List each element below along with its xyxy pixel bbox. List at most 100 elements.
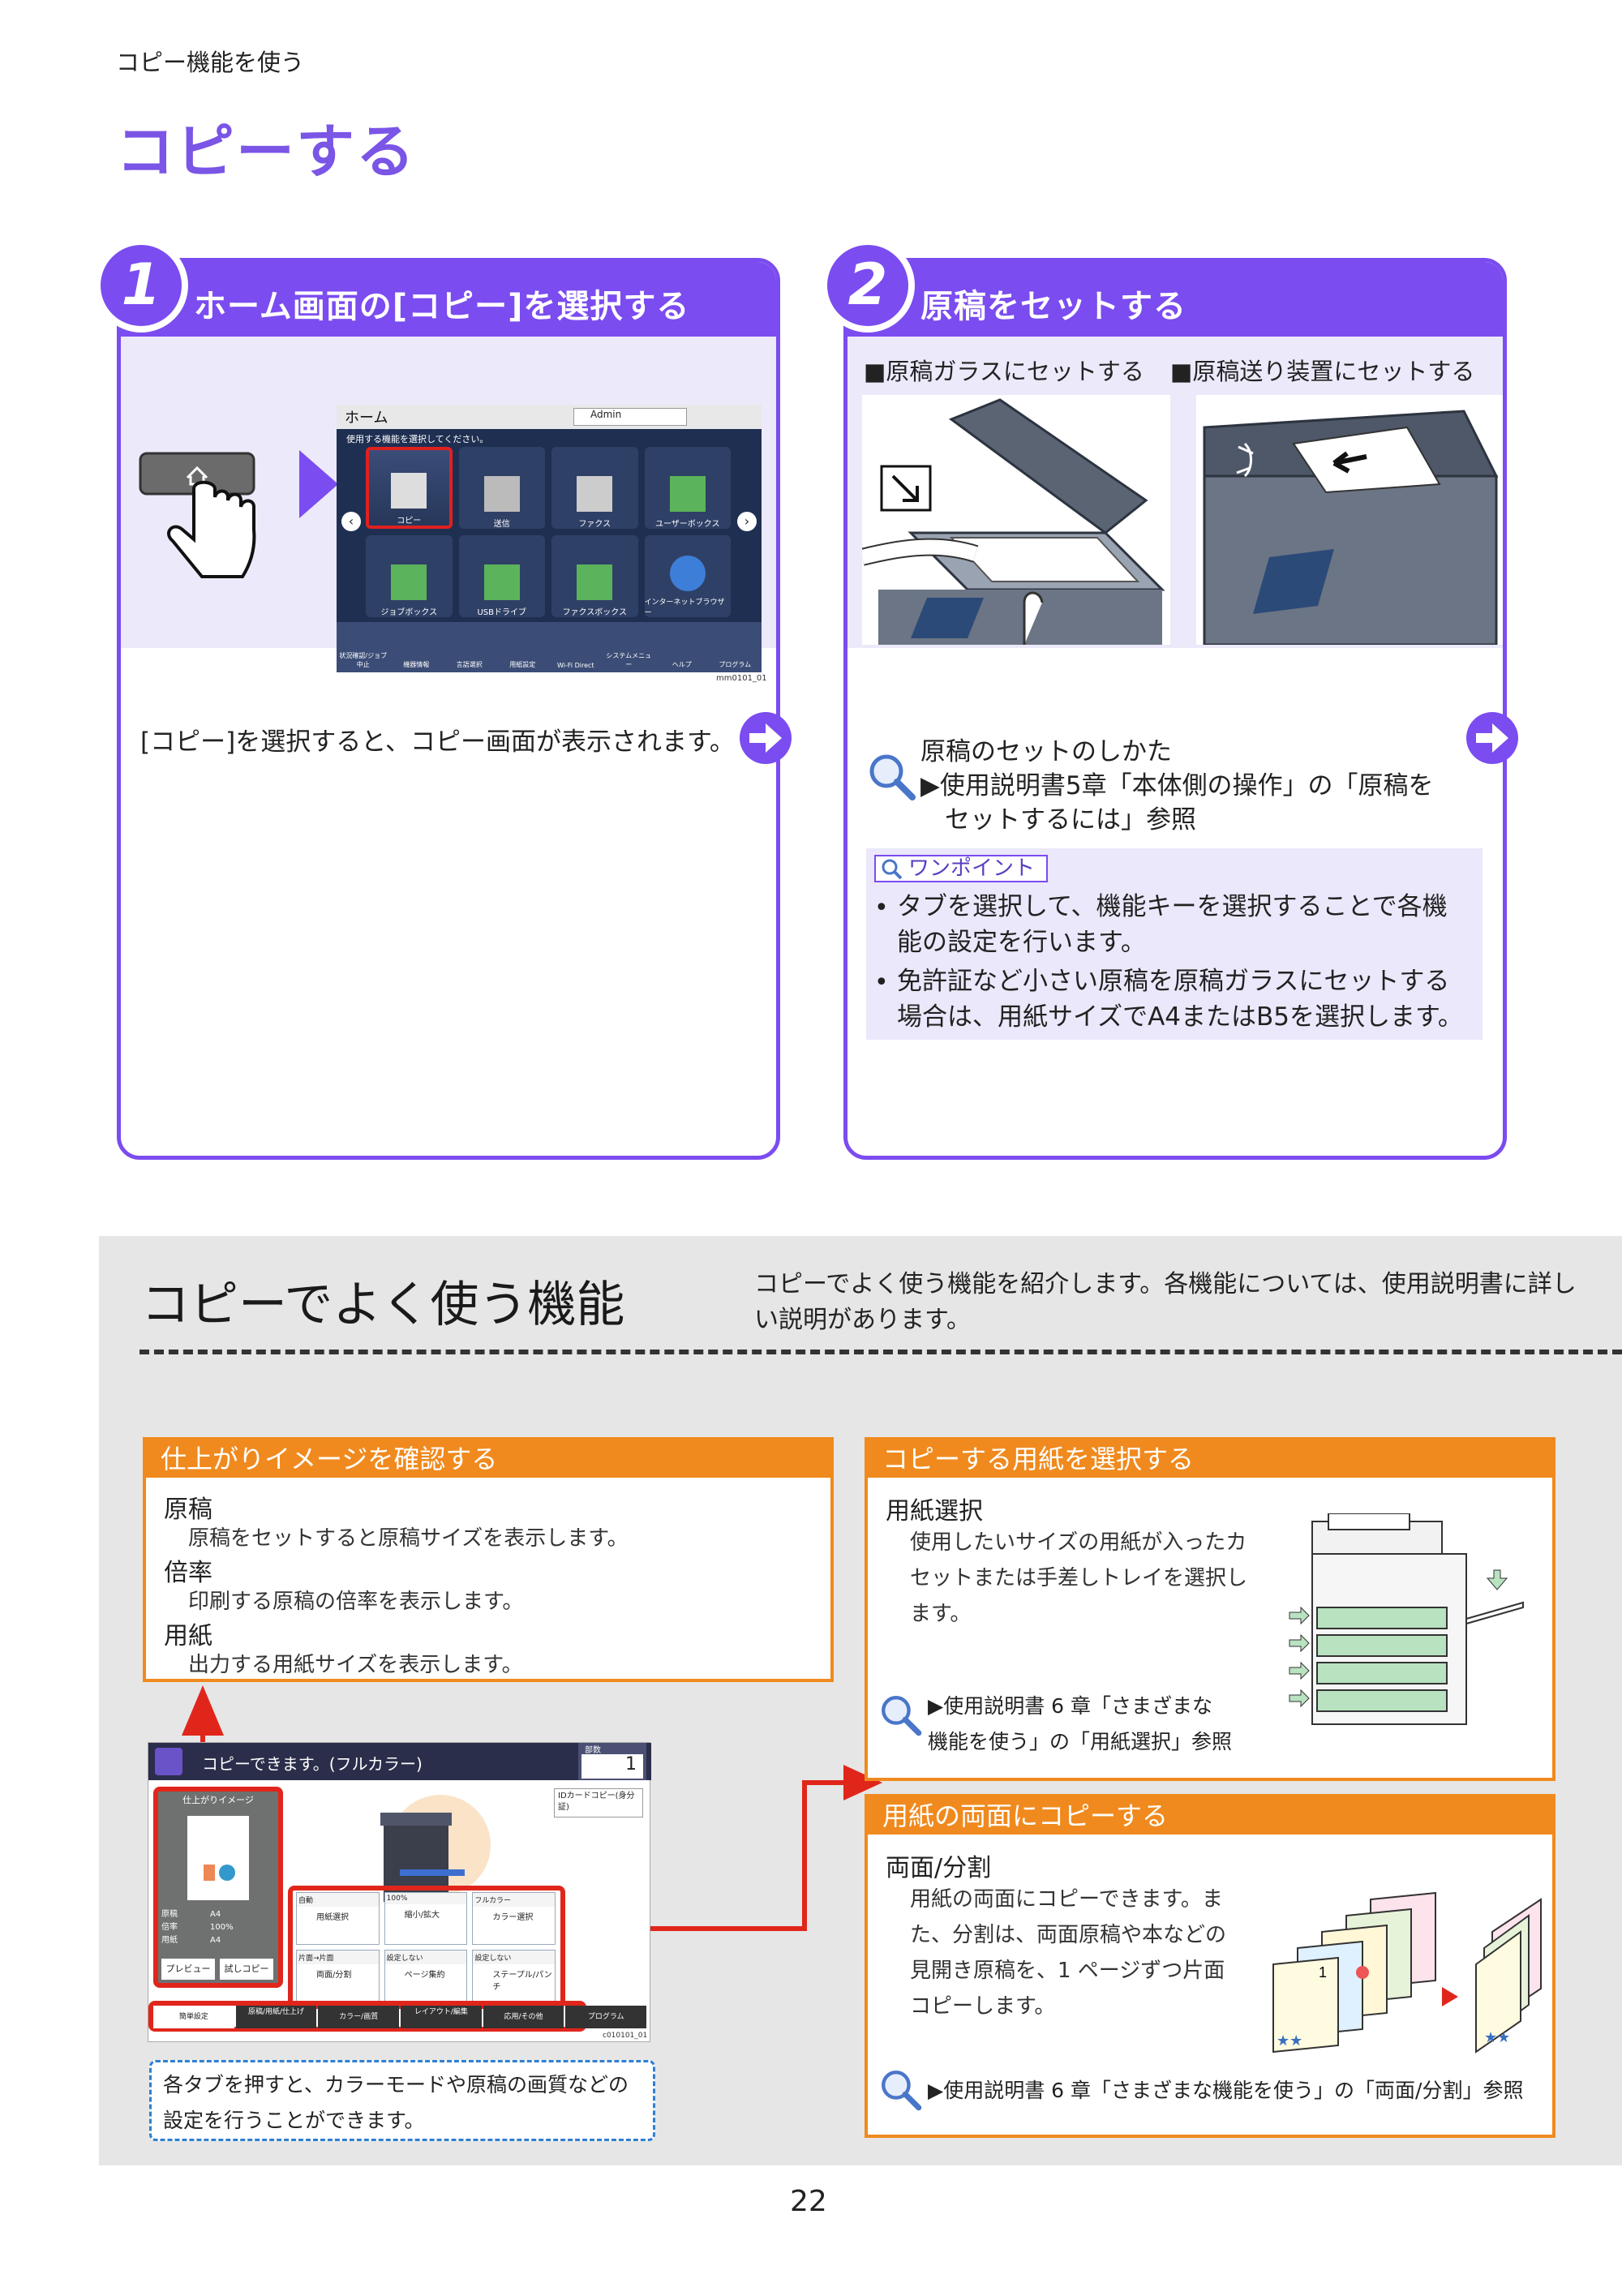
duplex-feature-title: 用紙の両面にコピーする [868, 1797, 1552, 1835]
step-2-title: 原稿をセットする [920, 288, 1186, 325]
tabs-note-box: 各タブを押すと、カラーモードや原稿の画質などの設定を行うことができます。 [149, 2060, 655, 2141]
copies-field[interactable]: 1 [581, 1754, 643, 1779]
function-key-value: 自動 [297, 1893, 379, 1907]
star-icon: ★★ [1484, 2029, 1510, 2046]
scroll-left-icon[interactable]: ‹ [341, 512, 361, 531]
app-tile-label: インターネットブラウザー [644, 599, 725, 617]
function-key[interactable]: 100%縮小/拡大 [384, 1892, 468, 1945]
features-title: コピーでよく使う機能 [141, 1277, 625, 1333]
home-screen-user: Admin [573, 408, 687, 426]
feature-item-heading: 用紙選択 [886, 1497, 983, 1526]
function-key-value: フルカラー [473, 1893, 555, 1907]
caption-feeder: ■原稿送り装置にセットする [1170, 358, 1475, 385]
next-arrow-icon [1466, 712, 1518, 764]
platen-glass-illustration [862, 395, 1170, 645]
step-1-panel: ホーム画面の[コピー]を選択する ホーム Admin 使用する機能を選択してくだ… [117, 258, 780, 1160]
tab-advanced[interactable]: 応用/その他 [483, 2006, 564, 2028]
bottom-item[interactable]: プログラム [719, 661, 752, 668]
function-key[interactable]: フルカラーカラー選択 [472, 1892, 556, 1945]
app-tile[interactable]: ジョブボックス [366, 535, 453, 617]
feature-item-desc: 出力する用紙サイズを表示します。 [188, 1653, 523, 1677]
preview-button[interactable]: プレビュー [161, 1959, 215, 1980]
magnifier-icon [869, 754, 916, 800]
copy-screen-status: コピーできます。(フルカラー) [202, 1754, 423, 1774]
preview-title: 仕上がりイメージ [182, 1795, 254, 1805]
tip-label: ワンポイント [874, 855, 1048, 882]
function-key[interactable]: 自動用紙選択 [296, 1892, 380, 1945]
paper-ref-link[interactable]: ▶使用説明書 6 章「さまざまな [928, 1694, 1213, 1718]
page-number-1: 1 [1319, 1964, 1327, 1981]
function-key[interactable]: 設定しないステープル/パンチ [472, 1950, 556, 2002]
bottom-item[interactable]: 機器情報 [403, 661, 430, 668]
step-1-number: 1 [94, 238, 188, 333]
app-tile-label: ジョブボックス [380, 608, 438, 617]
bottom-item[interactable]: 用紙設定 [509, 661, 536, 668]
tab-basic[interactable]: 簡単設定 [153, 2006, 234, 2028]
page-number: 22 [790, 2185, 827, 2218]
function-key-value: 設定しない [384, 1951, 467, 1964]
app-tile[interactable]: ユーザーボックス [644, 447, 731, 529]
function-key[interactable]: 片面→片面両面/分割 [296, 1950, 380, 2002]
app-tile[interactable]: コピー [366, 447, 453, 529]
feature-item-heading: 倍率 [164, 1559, 212, 1587]
app-tile[interactable]: 送信 [458, 447, 545, 529]
app-tile[interactable]: USBドライブ [458, 535, 545, 617]
function-key-label: 縮小/拡大 [404, 1911, 440, 1920]
app-tile-label: ファクス [578, 520, 611, 529]
home-screen-code: mm0101_01 [716, 674, 767, 683]
bottom-item[interactable]: Wi-Fi Direct [556, 662, 594, 669]
id-copy-button[interactable]: IDカードコピー(身分証) [554, 1788, 643, 1817]
feature-item-desc: 用紙の両面にコピーできます。また、分割は、両面原稿や本などの見開き原稿を、1 ペ… [910, 1887, 1227, 2019]
tip-magnifier-icon [882, 859, 903, 880]
page-title: コピーする [116, 118, 417, 186]
preview-row-key: 原稿 [161, 1910, 178, 1919]
function-key-label: 用紙選択 [316, 1913, 349, 1922]
function-key-value: 設定しない [473, 1951, 555, 1964]
preview-feature-title: 仕上がりイメージを確認する [146, 1440, 830, 1478]
paper-feature-box: コピーする用紙を選択する 用紙選択 使用したいサイズの用紙が入ったカセットまたは… [865, 1437, 1555, 1781]
test-copy-button[interactable]: 試しコピー [220, 1959, 273, 1980]
function-key[interactable]: 設定しないページ集約 [384, 1950, 468, 2002]
home-screen-bottom-bar: 状況確認/ジョブ中止 機器情報 言語選択 用紙設定 Wi-Fi Direct シ… [337, 622, 762, 672]
duplex-feature-box: 用紙の両面にコピーする 両面/分割 用紙の両面にコピーできます。また、分割は、両… [865, 1794, 1555, 2138]
step-2-header: 原稿をセットする [847, 262, 1503, 337]
app-tile[interactable]: ファクスボックス [551, 535, 638, 617]
bottom-item[interactable]: 状況確認/ジョブ中止 [339, 652, 388, 668]
ref-link[interactable]: ▶使用説明書5章「本体側の操作」の「原稿を [920, 771, 1434, 800]
home-screen-prompt: 使用する機能を選択してください。 [346, 434, 489, 444]
tab-program[interactable]: プログラム [565, 2006, 647, 2028]
magnifier-icon [882, 1696, 922, 1736]
function-key-value: 片面→片面 [297, 1951, 379, 1964]
section-divider [139, 1350, 1622, 1354]
bottom-item[interactable]: 言語選択 [456, 661, 483, 668]
step-2-illustration: ■原稿ガラスにセットする ■原稿送り装置にセットする [847, 337, 1503, 648]
function-key-label: カラー選択 [492, 1913, 534, 1922]
app-tile[interactable]: インターネットブラウザー [644, 535, 731, 617]
step-1-header: ホーム画面の[コピー]を選択する [121, 262, 776, 337]
copy-screen-code: c010101_01 [603, 2032, 648, 2040]
copies-label: 部数 [585, 1746, 601, 1755]
tab-layout-edit[interactable]: レイアウト/編集 [401, 2006, 482, 2028]
app-tile-label: ユーザーボックス [655, 520, 720, 529]
function-keys: 自動用紙選択 100%縮小/拡大 フルカラーカラー選択 片面→片面両面/分割 設… [296, 1892, 556, 2002]
bottom-item[interactable]: システムメニュー [606, 652, 652, 668]
breadcrumb: コピー機能を使う [116, 49, 305, 76]
app-tile[interactable]: ファクス [551, 447, 638, 529]
caption-glass: ■原稿ガラスにセットする [864, 358, 1144, 385]
feature-item-desc: 使用したいサイズの用紙が入ったカセットまたは手差しトレイを選択します。 [910, 1530, 1248, 1626]
tab-color-quality[interactable]: カラー/画質 [318, 2006, 400, 2028]
function-key-label: ページ集約 [404, 1971, 445, 1980]
scroll-right-icon[interactable]: › [737, 512, 757, 531]
preview-row-value: A4 [210, 1936, 221, 1945]
bottom-item[interactable]: ヘルプ [672, 661, 692, 668]
copy-mode-icon [155, 1748, 182, 1775]
home-screen-home-label: ホーム [345, 410, 388, 427]
feature-item-heading: 両面/分割 [886, 1854, 992, 1882]
function-key-label: 両面/分割 [316, 1971, 352, 1980]
star-icon: ★★ [1277, 2032, 1302, 2049]
duplex-ref-link[interactable]: ▶使用説明書 6 章「さまざまな機能を使う」の「両面/分割」参照 [928, 2079, 1524, 2102]
tab-original-paper[interactable]: 原稿/用紙/仕上げ [235, 2006, 317, 2028]
